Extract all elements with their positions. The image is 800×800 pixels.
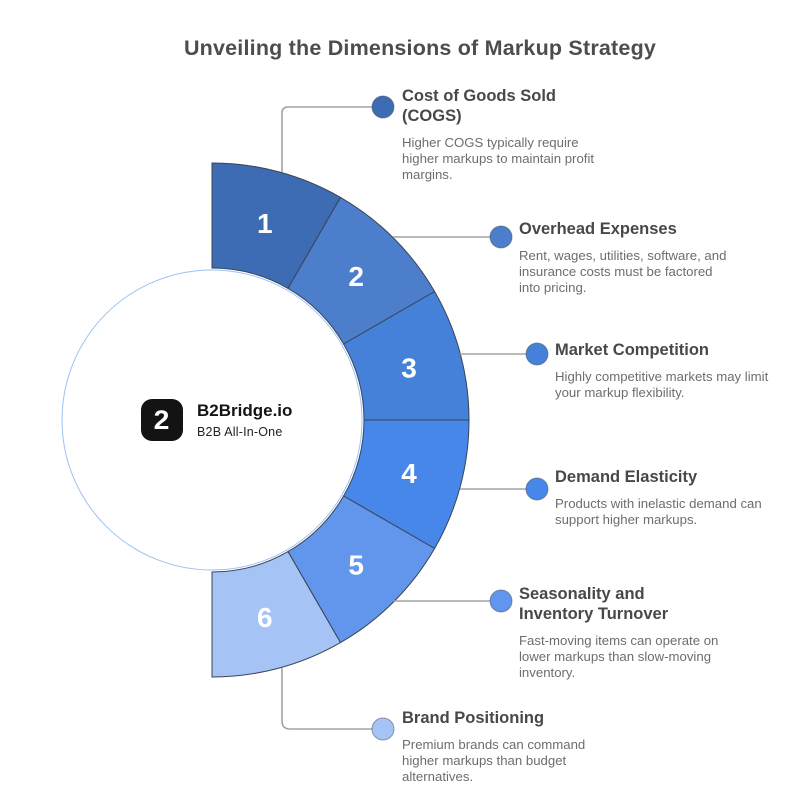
item-5-description: Fast-moving items can operate on lower m…	[519, 633, 719, 680]
brand-block: 2 B2Bridge.io B2B All-In-One	[141, 399, 292, 441]
item-3-label-block: Market Competition Highly competitive ma…	[555, 340, 785, 401]
item-3-title: Market Competition	[555, 341, 710, 359]
segment-number-2: 2	[348, 261, 364, 292]
center-circle	[61, 269, 363, 571]
connector-dot-6	[371, 717, 395, 741]
connector-line-6	[281, 668, 383, 730]
item-5-label-block: Seasonality and Inventory Turnover Fast-…	[519, 584, 749, 681]
segment-number-5: 5	[348, 549, 364, 580]
item-1-label-block: Cost of Goods Sold (COGS) Higher COGS ty…	[402, 86, 632, 183]
item-4-description: Products with inelastic demand can suppo…	[555, 496, 762, 527]
connector-line-1	[281, 106, 383, 172]
segment-number-3: 3	[401, 352, 417, 383]
item-2-label-block: Overhead Expenses Rent, wages, utilities…	[519, 219, 749, 296]
item-6-title: Brand Positioning	[402, 709, 545, 727]
item-1-title: Cost of Goods Sold (COGS)	[402, 87, 556, 126]
connector-dot-1	[371, 95, 395, 119]
item-4-label-block: Demand Elasticity Products with inelasti…	[555, 467, 785, 528]
brand-logo-icon: 2	[141, 399, 183, 441]
brand-text: B2Bridge.io B2B All-In-One	[197, 401, 292, 439]
item-3-description: Highly competitive markets may limit you…	[555, 369, 769, 400]
item-2-title: Overhead Expenses	[519, 220, 677, 238]
brand-logo-glyph: 2	[154, 404, 170, 435]
brand-name: B2Bridge.io	[197, 401, 293, 420]
segment-number-1: 1	[257, 208, 273, 239]
item-1-description: Higher COGS typically require higher mar…	[402, 135, 595, 182]
connector-dot-2	[489, 225, 513, 249]
segment-number-4: 4	[401, 458, 417, 489]
connector-dot-5	[489, 589, 513, 613]
segment-number-6: 6	[257, 602, 273, 633]
brand-tagline: B2B All-In-One	[197, 425, 283, 439]
item-2-description: Rent, wages, utilities, software, and in…	[519, 248, 727, 295]
item-6-description: Premium brands can command higher markup…	[402, 737, 586, 784]
connector-dot-3	[525, 342, 549, 366]
connector-dot-4	[525, 477, 549, 501]
page-title: Unveiling the Dimensions of Markup Strat…	[183, 36, 657, 60]
item-5-title: Seasonality and Inventory Turnover	[519, 585, 669, 624]
item-6-label-block: Brand Positioning Premium brands can com…	[402, 708, 632, 785]
segment-6	[211, 550, 342, 678]
item-4-title: Demand Elasticity	[555, 468, 698, 486]
